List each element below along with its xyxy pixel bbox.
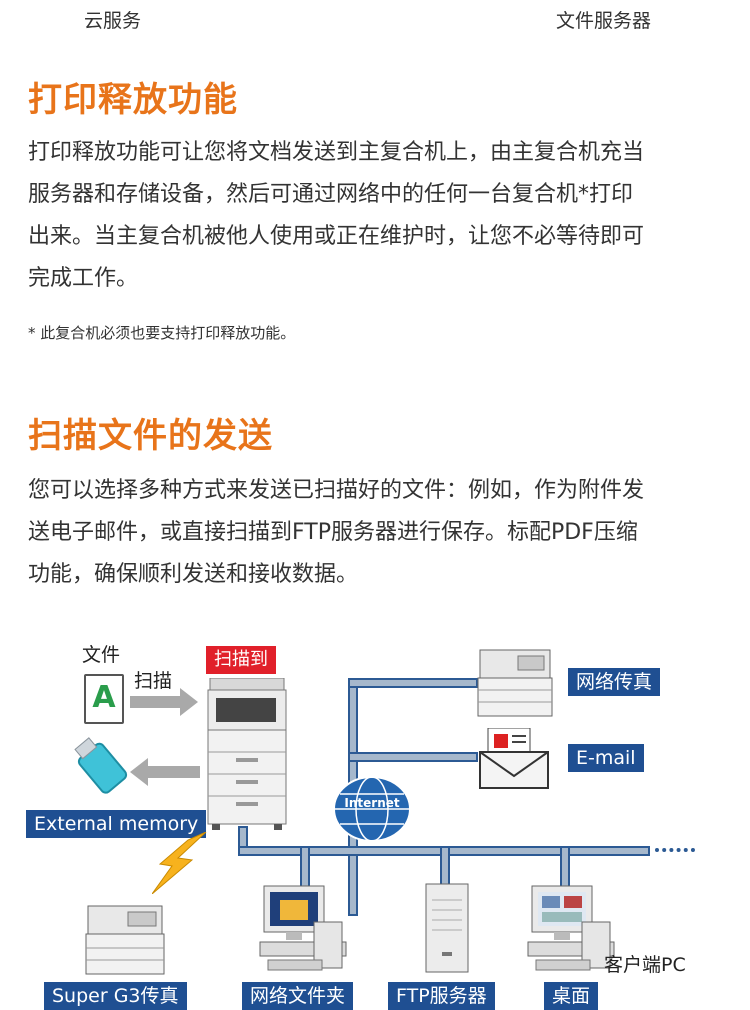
network-folder-label: 网络文件夹 xyxy=(242,982,354,1010)
usb-memory-icon xyxy=(74,737,128,794)
paragraph-line: 打印释放功能可让您将文档发送到主复合机上，由主复合机充当 xyxy=(28,140,645,165)
desktop-label: 桌面 xyxy=(544,982,599,1010)
network-pipe-fax xyxy=(348,678,478,688)
document-icon: A xyxy=(84,674,124,724)
scan-arrow-icon xyxy=(130,688,198,716)
paragraph-line: 服务器和存储设备，然后可通过网络中的任何一台复合机*打印 xyxy=(28,182,634,207)
scan-send-paragraph: 您可以选择多种方式来发送已扫描好的文件：例如，作为附件发 送电子邮件，或直接扫描… xyxy=(28,470,728,596)
network-fax-label: 网络传真 xyxy=(568,668,661,696)
email-envelope-icon xyxy=(479,728,549,789)
paragraph-line: 出来。当主复合机被他人使用或正在维护时，让您不必等待即可 xyxy=(28,224,645,249)
internet-globe-icon xyxy=(333,776,411,842)
scan-send-diagram: 文件 A 扫描 External memory 扫描到 xyxy=(0,620,750,1010)
network-continuation-dots xyxy=(655,848,695,852)
scan-send-title: 扫描文件的发送 xyxy=(28,416,273,456)
paragraph-line: 功能，确保顺利发送和接收数据。 xyxy=(28,562,359,587)
internet-label: Internet xyxy=(344,796,400,810)
network-pipe-ftp xyxy=(440,846,450,886)
scan-label: 扫描 xyxy=(134,670,173,692)
super-g3-fax-icon xyxy=(85,905,165,975)
network-folder-pc-icon xyxy=(259,885,347,971)
file-server-label: 文件服务器 xyxy=(556,10,652,32)
save-arrow-icon xyxy=(130,758,200,786)
print-release-paragraph: 打印释放功能可让您将文档发送到主复合机上，由主复合机充当 服务器和存储设备，然后… xyxy=(28,132,728,300)
paragraph-line: 完成工作。 xyxy=(28,266,139,291)
email-label: E-mail xyxy=(568,744,644,772)
document-letter: A xyxy=(92,680,116,715)
client-pc-label: 客户端PC xyxy=(604,954,686,976)
client-pc-icon xyxy=(527,885,615,971)
super-g3-fax-label: Super G3传真 xyxy=(44,982,187,1010)
multifunction-printer-icon xyxy=(207,678,287,830)
scan-to-label: 扫描到 xyxy=(206,646,276,674)
paragraph-line: 送电子邮件，或直接扫描到FTP服务器进行保存。标配PDF压缩 xyxy=(28,520,638,545)
paragraph-line: 您可以选择多种方式来发送已扫描好的文件：例如，作为附件发 xyxy=(28,478,645,503)
network-fax-icon xyxy=(477,649,553,717)
lightning-icon xyxy=(152,832,207,894)
print-release-note: * 此复合机必须也要支持打印释放功能。 xyxy=(28,324,296,342)
print-release-title: 打印释放功能 xyxy=(28,80,238,120)
cloud-service-label: 云服务 xyxy=(84,10,142,32)
ftp-server-label: FTP服务器 xyxy=(388,982,495,1010)
network-pipe-email xyxy=(348,752,478,762)
external-memory-label: External memory xyxy=(26,810,207,838)
file-label: 文件 xyxy=(82,644,121,666)
ftp-server-icon xyxy=(425,883,469,973)
